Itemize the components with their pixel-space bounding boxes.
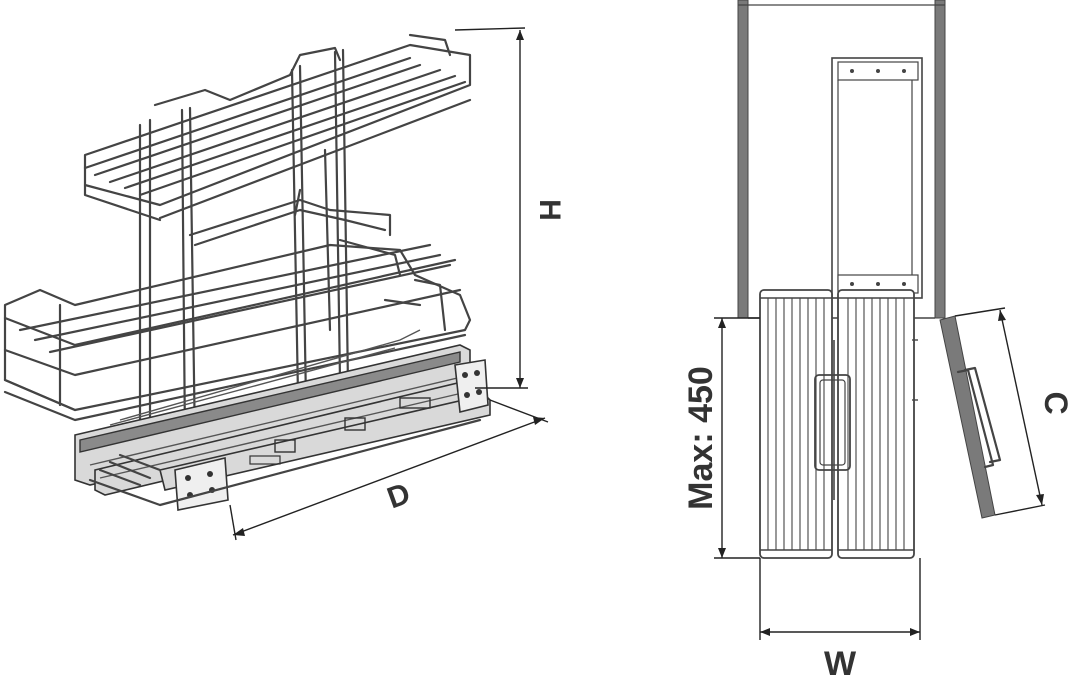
upper-shelf xyxy=(83,33,472,222)
rear-frame xyxy=(831,57,923,299)
height-label: H xyxy=(533,199,566,221)
clearance-label: C xyxy=(1038,391,1074,414)
dimension-width: W xyxy=(759,558,921,683)
dimension-height: H xyxy=(454,27,566,389)
middle-shelf xyxy=(188,188,402,277)
lower-shelf xyxy=(3,243,472,422)
door-panel xyxy=(939,315,1002,519)
dimension-clearance: C xyxy=(954,307,1074,516)
isometric-basket-view: H D xyxy=(3,27,566,541)
depth-label: D xyxy=(383,477,415,515)
bottom-tray xyxy=(88,418,482,507)
vertical-posts xyxy=(138,48,350,447)
runner-rails xyxy=(74,329,491,511)
dimension-max-opening: Max: 450 xyxy=(682,317,760,559)
plan-view: Max: 450 W C xyxy=(682,0,1074,683)
basket-plan xyxy=(759,289,918,559)
width-label: W xyxy=(824,645,857,683)
max-opening-label: Max: 450 xyxy=(682,366,720,510)
